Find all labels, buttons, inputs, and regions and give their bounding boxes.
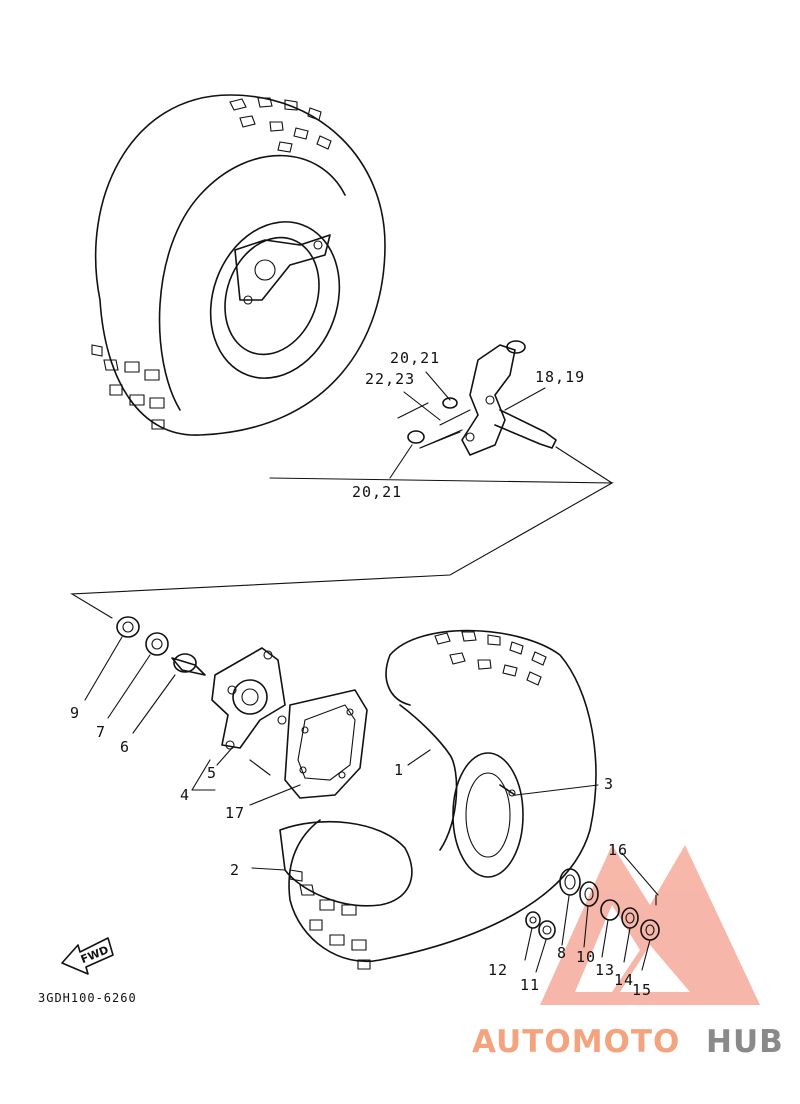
callout-11: 11 [520,976,540,994]
bearing-7 [145,632,169,656]
callout-20-21-bottom: 20,21 [352,483,402,501]
callout-10: 10 [576,948,596,966]
watermark-text-part1: AUTOMOTO [472,1024,680,1060]
assembly-boundary-line [70,477,615,619]
callout-9: 9 [70,704,80,722]
washer-12 [525,911,541,929]
nut-11 [538,920,556,940]
callout-17: 17 [225,804,245,822]
callout-3: 3 [604,775,614,793]
watermark-text: AUTOMOTO HUB [472,1024,784,1060]
oil-seal-10 [579,881,599,907]
wheel-hub [211,647,287,750]
bearing-8 [559,868,581,896]
callout-14: 14 [614,971,634,989]
diagram-code: 3GDH100-6260 [38,991,137,1005]
callout-1: 1 [394,761,404,779]
steering-knuckle [461,340,557,456]
collar-13 [600,899,620,921]
callout-8: 8 [557,944,567,962]
spacer-6 [171,653,206,676]
callout-labels: 20,21 22,23 18,19 20,21 9 7 6 5 4 17 1 3… [70,349,652,999]
callout-18-19: 18,19 [535,368,585,386]
callout-22-23: 22,23 [365,370,415,388]
assembled-wheel [91,94,386,436]
callout-6: 6 [120,738,130,756]
callout-4: 4 [180,786,190,804]
exploded-wheel [279,629,597,970]
cotter-pins-and-nuts [397,397,471,449]
callout-12: 12 [488,961,508,979]
callout-2: 2 [230,861,240,879]
watermark-text-part2: HUB [706,1024,784,1060]
callout-5: 5 [207,764,217,782]
leader-lines [84,371,659,973]
bearing-9 [116,616,140,638]
fwd-arrow-icon: FWD [61,937,114,975]
callout-20-21-top: 20,21 [390,349,440,367]
callout-7: 7 [96,723,106,741]
callout-15: 15 [632,981,652,999]
callout-16: 16 [608,841,628,859]
brake-gasket [284,689,368,799]
callout-13: 13 [595,961,615,979]
